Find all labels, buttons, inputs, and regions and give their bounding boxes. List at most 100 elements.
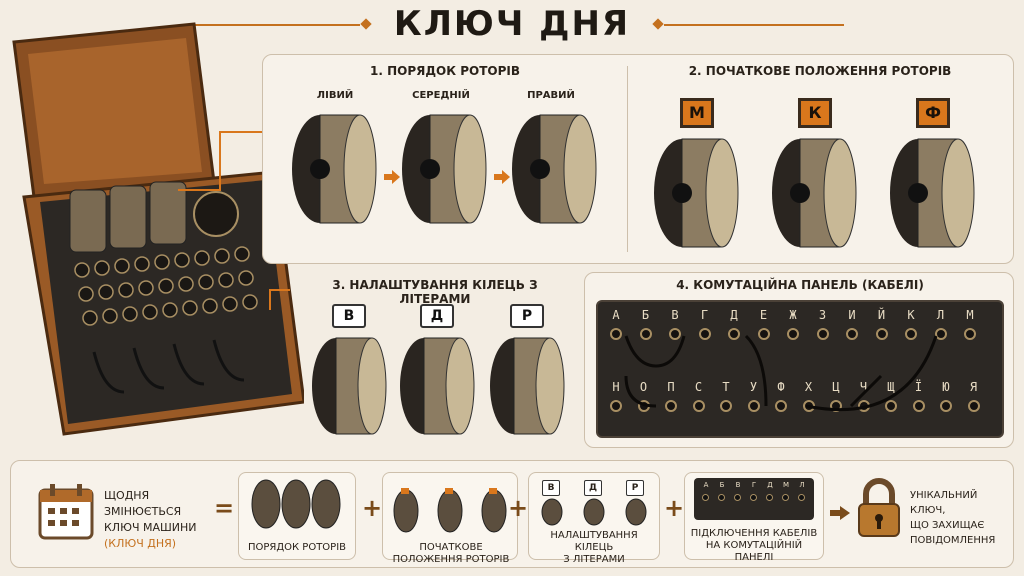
arrow-icon [830, 506, 850, 520]
plugboard-socket[interactable] [720, 400, 732, 412]
panel-divider [627, 66, 628, 252]
summary-plugboard-letter: Л [799, 481, 805, 489]
summary-result-line-1: УНІКАЛЬНИЙ КЛЮЧ, [910, 490, 978, 516]
plugboard-socket[interactable] [964, 328, 976, 340]
plugboard-socket[interactable] [934, 328, 947, 340]
plugboard-letter: С [694, 380, 703, 394]
plugboard-letter: Г [700, 308, 709, 322]
summary-ring-badge: Д [584, 480, 602, 496]
plugboard-socket[interactable] [885, 400, 897, 412]
rotor-settings-panel [262, 54, 1014, 264]
plugboard-socket[interactable] [639, 328, 652, 340]
plugboard-letter: Т [722, 380, 730, 394]
summary-card-ring-settings-label: НАЛАШТУВАННЯ КІЛЕЦЬ З ЛІТЕРАМИ [530, 530, 658, 566]
plugboard-socket[interactable] [775, 400, 787, 412]
plugboard-socket[interactable] [787, 328, 799, 340]
plugboard-letter: Е [759, 308, 768, 322]
plugboard-letter: В [671, 308, 679, 322]
summary-intro-line-2: КЛЮЧ МАШИНИ [104, 521, 197, 534]
summary-ring-badge: Р [626, 480, 644, 496]
plugboard-letter: Д [730, 308, 738, 322]
title-rule-left [180, 24, 360, 26]
plugboard-socket[interactable] [940, 400, 952, 412]
plugboard-socket[interactable] [747, 400, 760, 412]
plugboard-socket[interactable] [905, 328, 917, 340]
plugboard-socket[interactable] [875, 328, 888, 340]
summary-ring-badge: В [542, 480, 560, 496]
plugboard-letter: М [966, 308, 974, 322]
summary-result-line-2: ЩО ЗАХИЩАЄ [910, 520, 985, 531]
ring-settings-heading: 3. НАЛАШТУВАННЯ КІЛЕЦЬ З ЛІТЕРАМИ [332, 278, 538, 306]
summary-plugboard-socket [718, 494, 725, 501]
rotor-right [512, 114, 597, 224]
rotor-label-right: ПРАВИЙ [527, 90, 575, 101]
plugboard-letter: З [818, 308, 827, 322]
start-letter-badge-right: Ф [916, 98, 950, 128]
summary-plugboard-letter: Б [719, 481, 725, 489]
rotor-start-right [890, 138, 975, 248]
summary-card-start-position-label: ПОЧАТКОВЕ ПОЛОЖЕННЯ РОТОРІВ [392, 542, 510, 565]
plugboard-letter: А [612, 308, 620, 322]
plugboard-socket[interactable] [846, 328, 858, 340]
calendar-icon [38, 484, 94, 540]
rotor-order-heading: 1. ПОРЯДОК РОТОРІВ [369, 64, 521, 78]
plugboard-letter: Ї [914, 380, 923, 394]
plugboard-letter: Щ [887, 380, 895, 394]
start-letter-badge-middle: К [798, 98, 832, 128]
summary-intro: ЩОДНЯ ЗМІНЮЄТЬСЯ КЛЮЧ МАШИНИ (КЛЮЧ ДНЯ) [104, 488, 224, 552]
plugboard-letter: О [639, 380, 648, 394]
plugboard-letter: Н [612, 380, 620, 394]
summary-result-line-3: ПОВІДОМЛЕННЯ [910, 535, 996, 546]
page-title: КЛЮЧ ДНЯ [393, 4, 631, 44]
plugboard-letter: Ч [859, 380, 868, 394]
plugboard-letter: Я [969, 380, 978, 394]
enigma-machine-illustration [12, 22, 304, 436]
rotor-label-left: ЛІВИЙ [316, 90, 354, 101]
plugboard-socket[interactable] [698, 328, 711, 340]
title-rule-right [664, 24, 844, 26]
plugboard-socket[interactable] [669, 328, 681, 340]
plugboard-letter: Ф [777, 380, 785, 394]
plugboard-letter: Б [641, 308, 650, 322]
plugboard-letter: Х [804, 380, 813, 394]
plugboard-socket[interactable] [665, 400, 677, 412]
plugboard-socket[interactable] [967, 400, 980, 412]
plugboard-socket[interactable] [692, 400, 705, 412]
summary-result: УНІКАЛЬНИЙ КЛЮЧ, ЩО ЗАХИЩАЄ ПОВІДОМЛЕННЯ [910, 488, 1014, 548]
plugboard-socket[interactable] [816, 328, 829, 340]
summary-plugboard-letter: А [703, 481, 709, 489]
summary-plugboard-socket [734, 494, 741, 501]
rotor-left [292, 114, 377, 224]
summary-plugboard-socket [782, 494, 789, 501]
plugboard-socket[interactable] [757, 328, 770, 340]
summary-start-rotors-image [393, 488, 507, 533]
plugboard-letter: Л [936, 308, 945, 322]
summary-card-plugboard-label: ПІДКЛЮЧЕННЯ КАБЕЛІВ НА КОМУТАЦІЙНІЙ ПАНЕ… [686, 528, 822, 564]
connector-lines [178, 131, 290, 310]
plugboard-letter: Й [877, 308, 886, 322]
plugboard [596, 300, 1004, 438]
plugboard-socket[interactable] [728, 328, 740, 340]
rotor-label-middle: СЕРЕДНІЙ [412, 90, 470, 101]
plugboard-socket[interactable] [912, 400, 925, 412]
equals-sign: = [214, 494, 235, 522]
arrow-icon [384, 170, 400, 184]
summary-plugboard-socket [766, 494, 773, 501]
ring-letter-badge-right: Р [510, 304, 544, 328]
summary-card-ring-line-1: НАЛАШТУВАННЯ КІЛЕЦЬ [550, 530, 638, 553]
plugboard-letter: Ц [832, 380, 840, 394]
plugboard-socket[interactable] [610, 400, 622, 412]
summary-ring-rotors-image [541, 498, 647, 526]
plugboard-socket[interactable] [610, 328, 622, 340]
start-position-heading: 2. ПОЧАТКОВЕ ПОЛОЖЕННЯ РОТОРІВ [688, 64, 952, 78]
plugboard-letter: У [749, 380, 758, 394]
plus-sign: + [362, 494, 383, 522]
summary-plugboard-socket [798, 494, 805, 501]
summary-plugboard-letter: М [782, 481, 790, 489]
plugboard-letter: Ж [789, 308, 797, 322]
ring-rotor-middle [400, 337, 475, 435]
rotor-middle [402, 114, 487, 224]
